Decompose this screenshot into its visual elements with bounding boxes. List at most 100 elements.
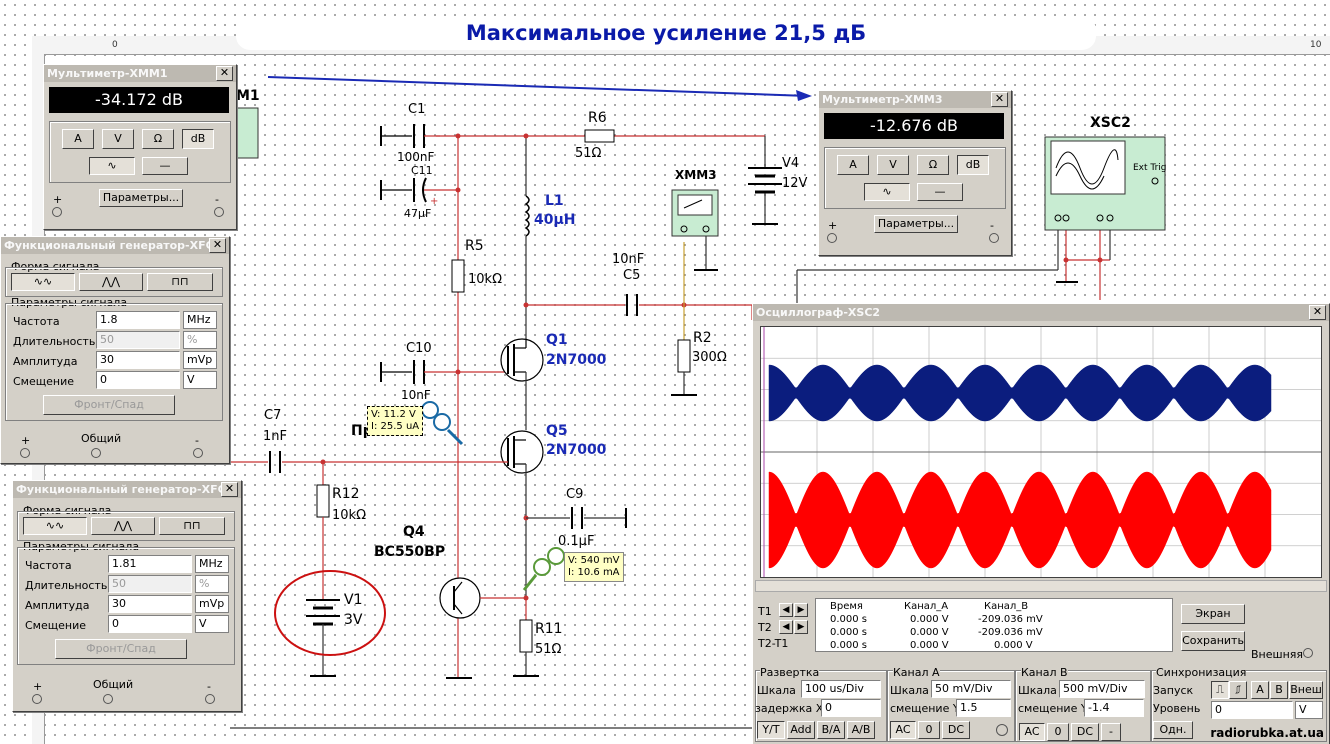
- function-generator-xfg1-window[interactable]: Функциональный генератор-XFG1 ✕ Форма си…: [12, 480, 242, 712]
- xfg1-amplitude-unit[interactable]: mVp: [195, 595, 229, 613]
- xmm3-mode-db[interactable]: dB: [957, 155, 989, 175]
- xmm3-titlebar[interactable]: Мультиметр-XMM3 ✕: [819, 91, 1011, 108]
- terminal-icon[interactable]: [52, 207, 62, 217]
- close-icon[interactable]: ✕: [209, 238, 226, 253]
- multimeter-xmm3-window[interactable]: Мультиметр-XMM3 ✕ -12.676 dB A V Ω dB ∿ …: [818, 90, 1012, 256]
- xfg1-frequency-unit[interactable]: MHz: [195, 555, 229, 573]
- terminal-icon[interactable]: [996, 724, 1008, 736]
- trigger-level-input[interactable]: 0: [1211, 701, 1293, 719]
- chb-scale-input[interactable]: 500 mV/Div: [1059, 680, 1145, 698]
- t1-right-arrow-icon[interactable]: ▶: [794, 603, 808, 617]
- ac-mode-button[interactable]: ∿: [864, 183, 910, 201]
- triangle-wave-button[interactable]: ⋀⋀: [79, 273, 143, 291]
- terminal-icon[interactable]: [32, 694, 42, 704]
- chb-ypos-input[interactable]: -1.4: [1084, 699, 1144, 717]
- terminal-icon[interactable]: [214, 207, 224, 217]
- xfg1-offset-unit[interactable]: V: [195, 615, 229, 633]
- xfg2-frequency-unit[interactable]: MHz: [183, 311, 217, 329]
- close-icon[interactable]: ✕: [991, 92, 1008, 107]
- ext-trigger-label: Внешняя: [1251, 648, 1303, 661]
- terminal-icon[interactable]: [91, 448, 101, 458]
- scope-reverse-button[interactable]: Экран: [1181, 604, 1245, 624]
- trigger-source-ext[interactable]: Внеш: [1289, 681, 1323, 699]
- probe-tooltip-2[interactable]: V: 540 mV I: 10.6 mA: [564, 552, 624, 582]
- mode-ba-button[interactable]: B/A: [817, 721, 845, 739]
- t2-left-arrow-icon[interactable]: ◀: [779, 620, 793, 634]
- cha-ypos-input[interactable]: 1.5: [956, 699, 1011, 717]
- triangle-wave-button[interactable]: ⋀⋀: [91, 517, 155, 535]
- cha-gnd-button[interactable]: 0: [918, 721, 940, 739]
- xfg2-amplitude-unit[interactable]: mVp: [183, 351, 217, 369]
- scope-titlebar[interactable]: Осциллограф-XSC2 ✕: [753, 304, 1329, 321]
- xfg1-frequency-input[interactable]: 1.81: [108, 555, 192, 573]
- xmm1-titlebar[interactable]: Мультиметр-XMM1 ✕: [44, 65, 236, 82]
- mode-add-button[interactable]: Add: [787, 721, 815, 739]
- dc-mode-button[interactable]: —: [917, 183, 963, 201]
- v4-value: 12V: [782, 176, 808, 191]
- scope-save-button[interactable]: Сохранить: [1181, 631, 1245, 651]
- trigger-level-unit[interactable]: V: [1295, 701, 1323, 719]
- scope-screen[interactable]: [760, 326, 1322, 578]
- xfg1-titlebar[interactable]: Функциональный генератор-XFG1 ✕: [13, 481, 241, 498]
- scope-scrollbar[interactable]: [755, 580, 1327, 592]
- falling-edge-icon[interactable]: ⎎: [1229, 681, 1247, 699]
- chb-dc-button[interactable]: DC: [1071, 723, 1099, 741]
- mode-yt-button[interactable]: Y/T: [757, 721, 785, 739]
- close-icon[interactable]: ✕: [1309, 305, 1326, 320]
- oscilloscope-xsc2-window[interactable]: Осциллограф-XSC2 ✕ T1 T2 T2-T1 ◀ ▶ ◀ ▶ В…: [752, 303, 1330, 744]
- xmm3-mode-ammeter[interactable]: A: [837, 155, 869, 175]
- xmm1-mode-ohmmeter[interactable]: Ω: [142, 129, 174, 149]
- xfg1-edge-button[interactable]: Фронт/Спад: [55, 639, 187, 659]
- xfg2-amplitude-input[interactable]: 30: [96, 351, 180, 369]
- cha-ac-button[interactable]: AC: [890, 721, 916, 739]
- multimeter-xmm1-window[interactable]: Мультиметр-XMM1 ✕ -34.172 dB A V Ω dB ∿ …: [43, 64, 237, 230]
- xfg2-edge-button[interactable]: Фронт/Спад: [43, 395, 175, 415]
- xmm3-settings-button[interactable]: Параметры...: [874, 215, 958, 233]
- xfg1-offset-input[interactable]: 0: [108, 615, 192, 633]
- close-icon[interactable]: ✕: [221, 482, 238, 497]
- sine-wave-button[interactable]: ∿∿: [23, 517, 87, 535]
- timebase-xpos-input[interactable]: 0: [821, 699, 881, 717]
- function-generator-xfg2-window[interactable]: Функциональный генератор-XFG2 ✕ Форма си…: [0, 236, 230, 464]
- chb-invert-button[interactable]: -: [1101, 723, 1121, 741]
- trigger-source-a[interactable]: A: [1251, 681, 1269, 699]
- timebase-scale-input[interactable]: 100 us/Div: [801, 680, 881, 698]
- xfg2-common-label: Общий: [81, 432, 122, 445]
- xmm1-settings-button[interactable]: Параметры...: [99, 189, 183, 207]
- t1-left-arrow-icon[interactable]: ◀: [779, 603, 793, 617]
- mode-ab-button[interactable]: A/B: [847, 721, 875, 739]
- square-wave-button[interactable]: ⊓⊓: [147, 273, 213, 291]
- chb-ac-button[interactable]: AC: [1019, 723, 1045, 741]
- xmm1-mode-ammeter[interactable]: A: [62, 129, 94, 149]
- sine-wave-button[interactable]: ∿∿: [11, 273, 75, 291]
- trigger-single-button[interactable]: Одн.: [1153, 721, 1193, 739]
- xfg2-frequency-input[interactable]: 1.8: [96, 311, 180, 329]
- terminal-icon[interactable]: [103, 694, 113, 704]
- terminal-icon[interactable]: [827, 233, 837, 243]
- chb-gnd-button[interactable]: 0: [1047, 723, 1069, 741]
- xmm1-mode-db[interactable]: dB: [182, 129, 214, 149]
- terminal-icon[interactable]: [989, 233, 999, 243]
- dc-mode-button[interactable]: —: [142, 157, 188, 175]
- xfg2-titlebar[interactable]: Функциональный генератор-XFG2 ✕: [1, 237, 229, 254]
- rising-edge-icon[interactable]: ⎍: [1211, 681, 1229, 699]
- terminal-icon[interactable]: [20, 448, 30, 458]
- xfg2-offset-input[interactable]: 0: [96, 371, 180, 389]
- close-icon[interactable]: ✕: [216, 66, 233, 81]
- xfg2-offset-unit[interactable]: V: [183, 371, 217, 389]
- terminal-icon[interactable]: [193, 448, 203, 458]
- terminal-icon[interactable]: [205, 694, 215, 704]
- ac-mode-button[interactable]: ∿: [89, 157, 135, 175]
- cha-dc-button[interactable]: DC: [942, 721, 970, 739]
- terminal-icon[interactable]: [1303, 648, 1313, 658]
- xmm3-mode-ohmmeter[interactable]: Ω: [917, 155, 949, 175]
- xfg1-amplitude-input[interactable]: 30: [108, 595, 192, 613]
- xmm1-mode-voltmeter[interactable]: V: [102, 129, 134, 149]
- cha-scale-input[interactable]: 50 mV/Div: [931, 680, 1011, 698]
- probe-tooltip-1[interactable]: V: 11.2 V I: 25.5 uA: [367, 406, 424, 436]
- t2-right-arrow-icon[interactable]: ▶: [794, 620, 808, 634]
- xmm3-mode-voltmeter[interactable]: V: [877, 155, 909, 175]
- square-wave-button[interactable]: ⊓⊓: [159, 517, 225, 535]
- trigger-source-b[interactable]: B: [1270, 681, 1288, 699]
